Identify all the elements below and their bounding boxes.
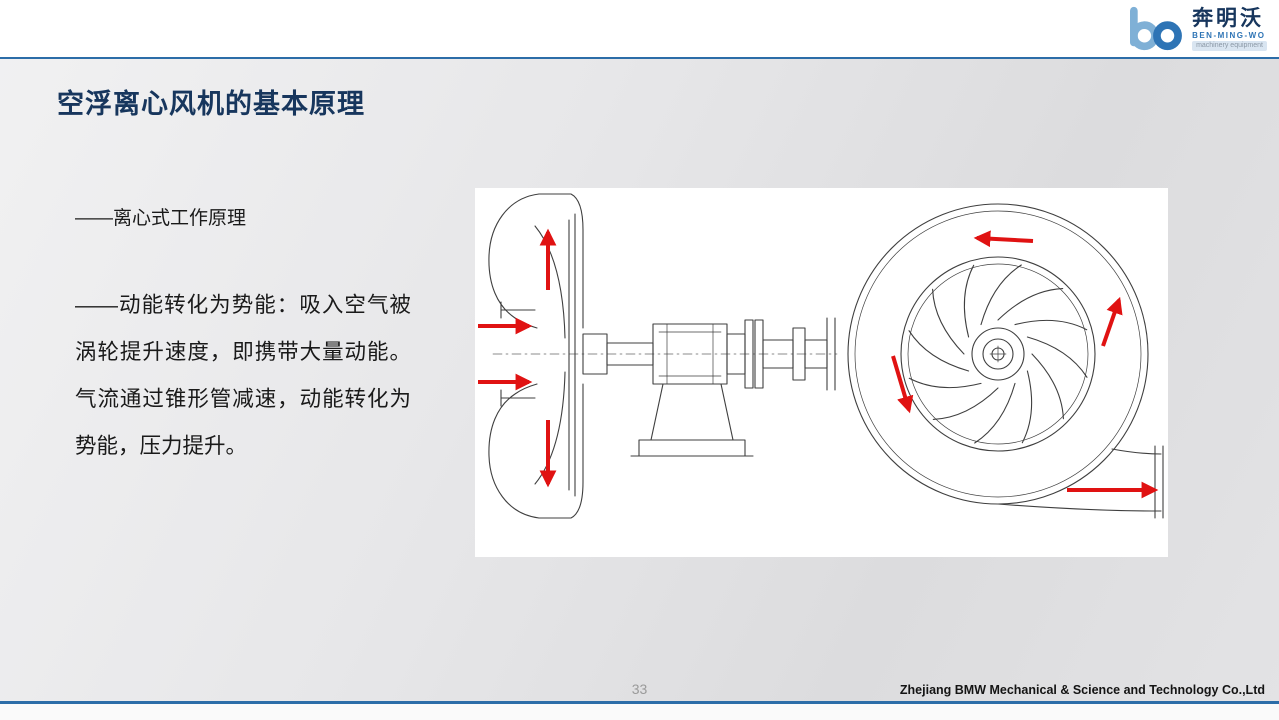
rotation-arrow-right: [1101, 296, 1123, 347]
company-logo: 奔明沃 BEN-MING-WO machinery equipment: [1126, 4, 1267, 54]
footer-company: Zhejiang BMW Mechanical & Science and Te…: [899, 683, 1265, 697]
side-section-view: [488, 193, 838, 519]
body-paragraph: ——动能转化为势能：吸入空气被涡轮提升速度，即携带大量动能。气流通过锥形管减速，…: [75, 293, 411, 458]
diagram-panel: [475, 188, 1168, 557]
page-title: 空浮离心风机的基本原理: [57, 89, 365, 119]
footer-divider: [0, 701, 1279, 704]
header-divider: [0, 57, 1279, 59]
rotation-arrow-top: [973, 230, 1034, 248]
airflow-arrows: [478, 228, 1159, 499]
blower-technical-drawing: [478, 193, 1164, 519]
impeller-blades: [908, 264, 1088, 444]
rotation-arrow-left: [891, 355, 914, 414]
page-number: 33: [631, 681, 648, 697]
header-strip: [0, 0, 1279, 57]
logo-tagline: machinery equipment: [1192, 41, 1267, 52]
logo-bo-icon: [1126, 4, 1184, 54]
body-subtitle: ——离心式工作原理: [75, 208, 247, 229]
footer-bottom-strip: [0, 704, 1279, 720]
logo-text-block: 奔明沃 BEN-MING-WO machinery equipment: [1192, 6, 1267, 52]
logo-company-cn: 奔明沃: [1192, 6, 1265, 30]
logo-company-en: BEN-MING-WO: [1192, 30, 1266, 40]
